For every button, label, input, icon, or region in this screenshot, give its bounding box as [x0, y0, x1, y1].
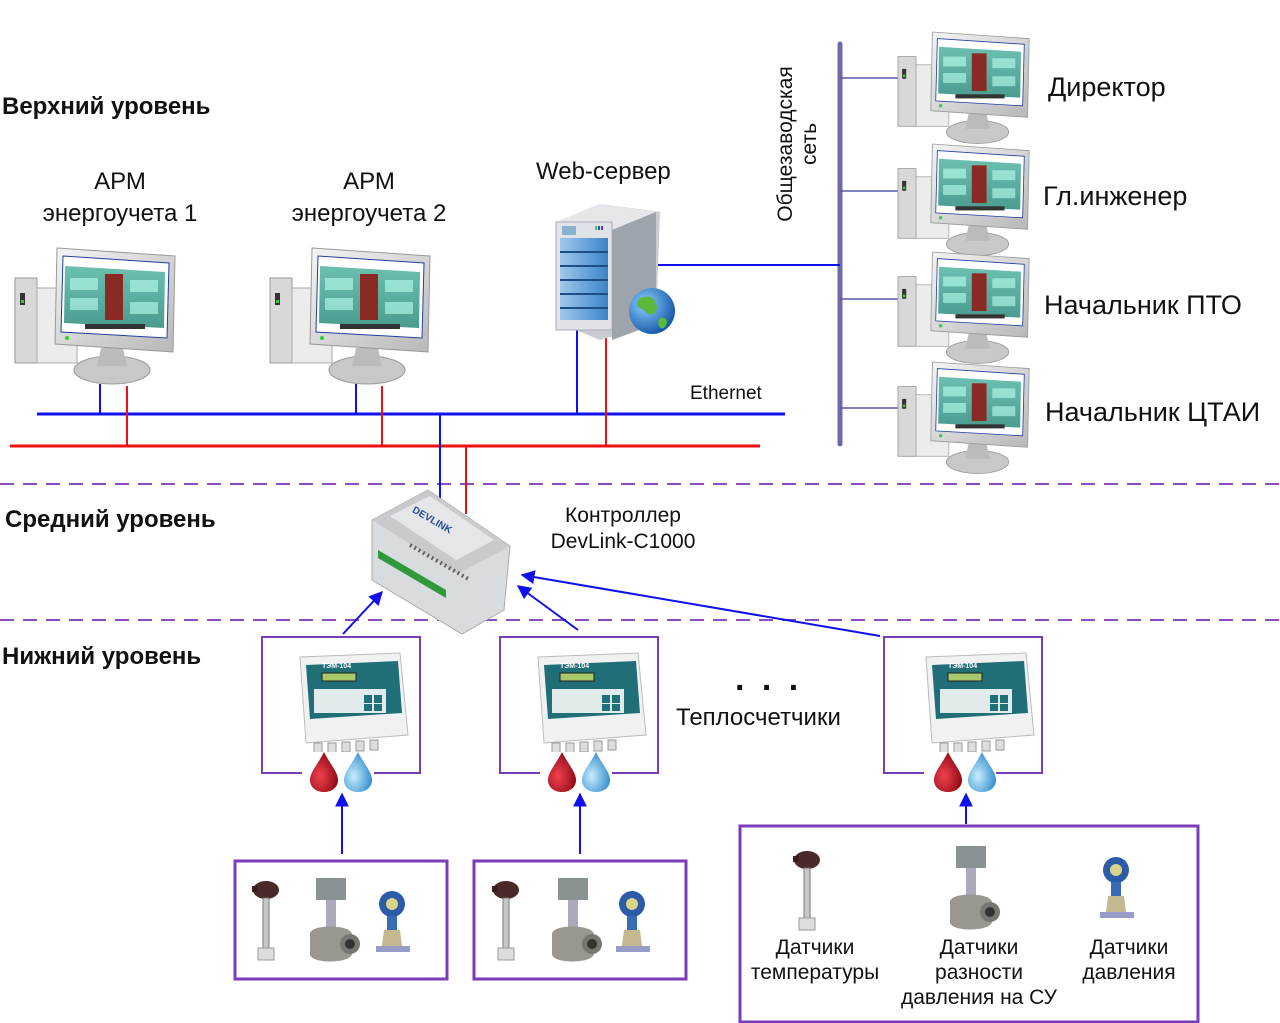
arm2-label-line2: энергоучета 2: [291, 200, 447, 227]
globe-icon: [629, 288, 675, 334]
chief-engineer-computer-icon: [897, 143, 1030, 256]
valve-sensor-icon: [552, 878, 602, 962]
arm1-label-line1: АРМ: [94, 168, 146, 195]
heat-meter-3-icon: [925, 652, 1035, 754]
heat-meter-2-icon: [537, 652, 647, 754]
pto-computer-icon: [897, 251, 1030, 364]
sensor-diff-pressure-line2: разности: [935, 961, 1023, 984]
pressure-transmitter-icon: [616, 891, 650, 952]
heat-meters-label: Теплосчетчики: [676, 704, 841, 731]
meter3-to-controller-arrow: [520, 570, 881, 637]
client-director-label: Директор: [1048, 72, 1166, 102]
client-chief-engineer-label: Гл.инженер: [1043, 181, 1188, 211]
meter1-to-controller-arrow: [342, 590, 383, 635]
level-top-label: Верхний уровень: [2, 93, 211, 120]
arm2-label-line1: АРМ: [343, 168, 395, 195]
controller-label: Контроллер DevLink-C1000: [533, 503, 713, 555]
sensor-box-2: [472, 859, 688, 981]
sensor-diff-pressure-line1: Датчики: [939, 936, 1019, 959]
arm1-label-line2: энергоучета 1: [42, 200, 198, 227]
plant-network-label-line2: сеть: [798, 122, 821, 166]
client-pto-label: Начальник ПТО: [1044, 290, 1242, 320]
devlink-controller-icon: DEVLINK: [371, 489, 511, 635]
temperature-sensor-icon: [251, 880, 280, 961]
more-meters-ellipsis: . . .: [735, 660, 803, 698]
ethernet-label: Ethernet: [690, 383, 762, 404]
ctai-computer-icon: [897, 361, 1030, 474]
controller-label-line2: DevLink-C1000: [550, 530, 696, 553]
sensor-diff-pressure-label: Датчики разности давления на СУ: [886, 935, 1072, 1010]
meter2-to-controller-arrow: [516, 585, 579, 631]
pressure-transmitter-icon: [1100, 857, 1134, 918]
sensor-pressure-line1: Датчики: [1089, 936, 1169, 959]
sensor-diff-pressure-line3: давления на СУ: [901, 986, 1057, 1009]
sensor-box-1: [233, 859, 449, 981]
temperature-sensor-icon: [491, 880, 520, 961]
sensor-temperature-label: Датчики температуры: [742, 935, 888, 985]
arm1-label: АРМ энергоучета 1: [20, 166, 220, 230]
plant-network-label: Общезаводская сеть: [774, 44, 822, 244]
level-bottom-label: Нижний уровень: [2, 643, 202, 670]
arm1-computer-icon: [14, 247, 176, 385]
temperature-sensor-icon: [792, 850, 821, 931]
heat-meter-1-icon: [299, 652, 409, 754]
sensor-pressure-line2: давления: [1082, 961, 1176, 984]
sensor-temperature-line2: температуры: [750, 961, 880, 984]
director-computer-icon: [897, 31, 1030, 144]
arm2-computer-icon: [269, 247, 431, 385]
arm2-label: АРМ энергоучета 2: [269, 166, 469, 230]
valve-sensor-icon: [950, 846, 1000, 930]
sensor-temperature-line1: Датчики: [775, 936, 855, 959]
pressure-transmitter-icon: [376, 891, 410, 952]
sensor-box-3: [738, 824, 1200, 1023]
controller-label-line1: Контроллер: [565, 504, 681, 527]
valve-sensor-icon: [310, 878, 360, 962]
plant-network-label-line1: Общезаводская: [774, 66, 797, 222]
level-middle-label: Средний уровень: [5, 506, 216, 533]
web-server-label: Web-сервер: [536, 158, 671, 185]
sensor-pressure-label: Датчики давления: [1070, 935, 1188, 985]
client-ctai-label: Начальник ЦТАИ: [1045, 397, 1261, 427]
